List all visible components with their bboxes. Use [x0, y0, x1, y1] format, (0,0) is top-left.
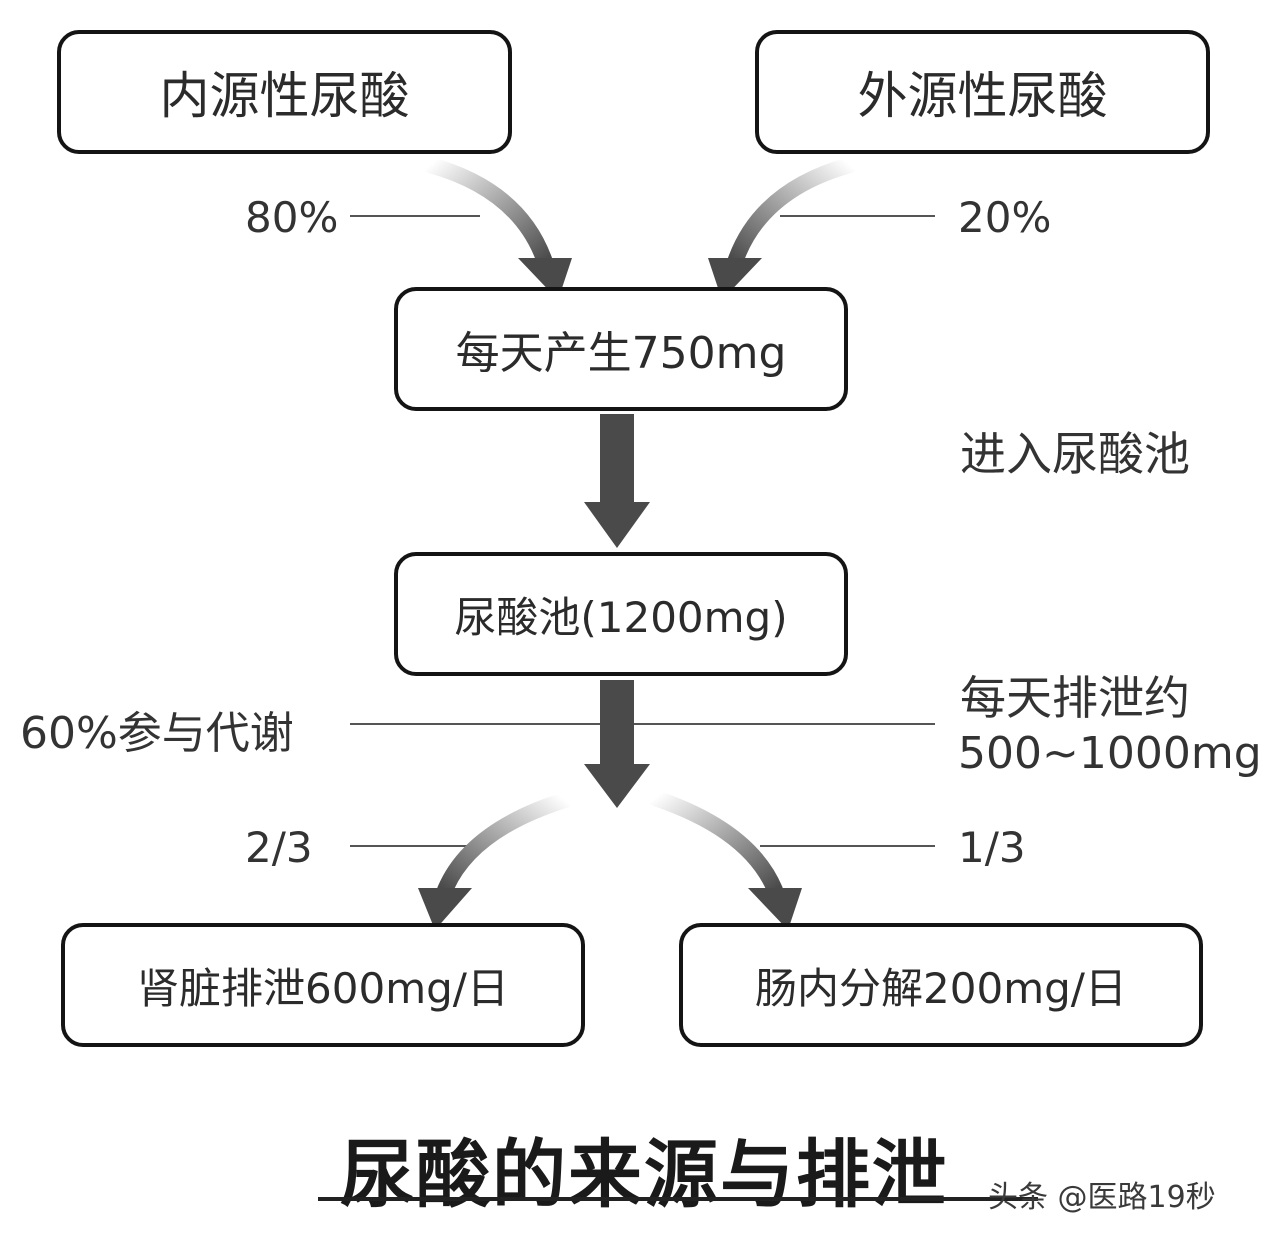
daily-production-label: 每天产生750mg [455, 328, 787, 379]
watermark: 头条 @医路19秒 [988, 1180, 1216, 1215]
intestine-fraction: 1/3 [958, 823, 1026, 872]
daily-excretion-amount: 500~1000mg [958, 728, 1262, 779]
arrow-endogenous-to-daily [422, 157, 572, 300]
endogenous-uric-acid-box: 内源性尿酸 [57, 30, 512, 154]
endogenous-percent: 80% [245, 193, 339, 242]
daily-excretion-label: 每天排泄约 [960, 671, 1190, 725]
endogenous-uric-acid-label: 内源性尿酸 [159, 67, 410, 125]
intestine-breakdown-label: 肠内分解200mg/日 [755, 963, 1127, 1013]
intestine-breakdown-box: 肠内分解200mg/日 [679, 923, 1203, 1047]
exogenous-uric-acid-box: 外源性尿酸 [755, 30, 1210, 154]
arrow-to-kidney [418, 792, 573, 930]
kidney-excretion-box: 肾脏排泄600mg/日 [61, 923, 585, 1047]
exogenous-uric-acid-label: 外源性尿酸 [857, 67, 1108, 125]
metabolism-label: 60%参与代谢 [20, 708, 294, 759]
arrow-to-intestine [647, 790, 802, 930]
daily-production-box: 每天产生750mg [394, 287, 848, 411]
arrow-exogenous-to-daily [708, 157, 858, 300]
kidney-excretion-label: 肾脏排泄600mg/日 [137, 963, 509, 1013]
kidney-fraction: 2/3 [245, 823, 313, 872]
uric-acid-pool-box: 尿酸池(1200mg) [394, 552, 848, 676]
enter-pool-label: 进入尿酸池 [960, 427, 1190, 481]
title-underline [318, 1197, 1038, 1201]
arrow-daily-to-pool [584, 414, 650, 548]
uric-acid-pool-label: 尿酸池(1200mg) [454, 592, 788, 642]
exogenous-percent: 20% [958, 193, 1052, 242]
diagram-title: 尿酸的来源与排泄 [340, 1132, 948, 1218]
arrow-pool-down [584, 680, 650, 808]
